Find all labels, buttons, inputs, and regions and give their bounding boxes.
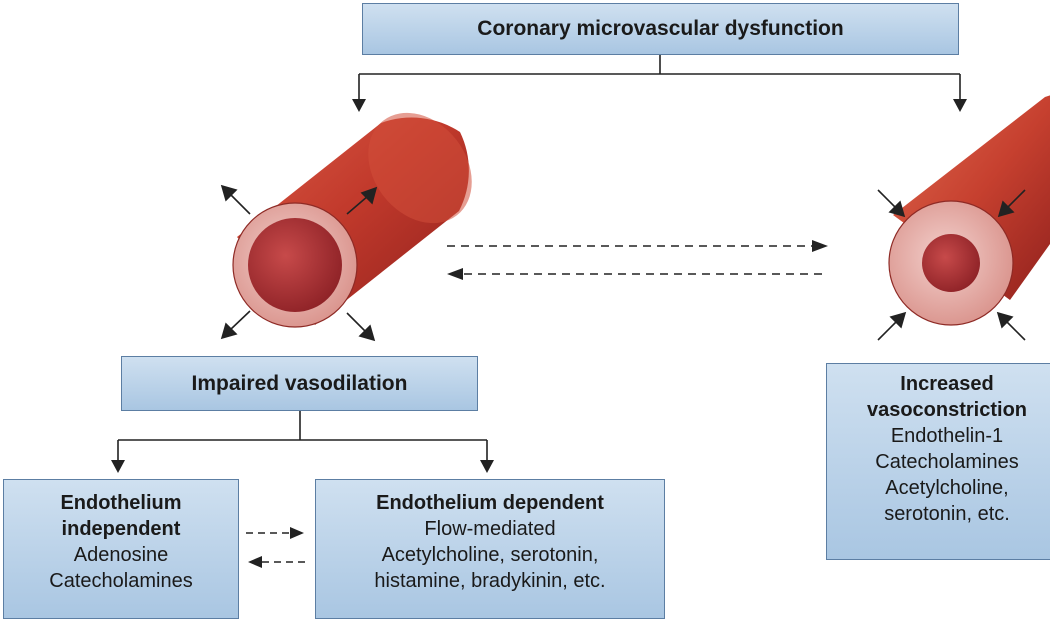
dashed-arrow-left-icon	[447, 268, 463, 280]
dashed-arrow-left-icon	[248, 556, 262, 568]
dependent-item: Flow-mediated	[424, 518, 556, 540]
top-connector	[352, 55, 967, 112]
arrow-inward-icon	[889, 311, 907, 329]
dilated-vessel-lumen	[248, 218, 342, 312]
independent-item: Catecholamines	[49, 570, 193, 592]
arrow-outward-icon	[358, 324, 376, 342]
arrow-inward-icon	[997, 200, 1015, 218]
arrow-down-icon	[480, 460, 494, 473]
dependent-title: Endothelium dependent	[376, 492, 604, 514]
arrow-down-icon	[111, 460, 125, 473]
arrow-outward-icon	[220, 322, 238, 340]
coronary-microvascular-dysfunction-box: Coronary microvascular dysfunction	[362, 3, 959, 55]
arrow-down-right-icon	[953, 99, 967, 112]
impaired-vasodilation-box: Impaired vasodilation	[121, 356, 478, 411]
arrow-inward-icon	[996, 311, 1014, 329]
increased-vasoconstriction-box: Increased vasoconstriction Endothelin-1 …	[826, 363, 1050, 560]
dashed-arrow-right-icon	[812, 240, 828, 252]
vasoconstriction-item: Endothelin-1	[890, 425, 1004, 447]
independent-title-line: independent	[61, 518, 181, 540]
impaired-box-label: Impaired vasodilation	[191, 371, 408, 395]
arrow-inward-icon	[888, 200, 906, 218]
dilated-vessel-illustration	[232, 112, 472, 328]
arrow-outward-icon	[220, 184, 238, 202]
dependent-item: histamine, bradykinin, etc.	[374, 570, 606, 592]
constriction-arrows	[877, 189, 1026, 341]
vasoconstriction-title-line: vasoconstriction	[866, 399, 1028, 421]
impaired-connector	[111, 411, 494, 473]
constricted-vessel-illustration	[888, 95, 1050, 326]
dependent-item: Acetylcholine, serotonin,	[381, 544, 599, 566]
endothelium-exchange-arrows	[246, 527, 307, 568]
vasoconstriction-item: Catecholamines	[875, 451, 1019, 473]
endothelium-dependent-box: Endothelium dependent Flow-mediated Acet…	[315, 479, 665, 619]
endothelium-independent-box: Endothelium independent Adenosine Catech…	[3, 479, 239, 619]
arrow-down-left-icon	[352, 99, 366, 112]
independent-title-line: Endothelium	[60, 492, 182, 514]
constricted-vessel-lumen	[922, 234, 980, 292]
vasoconstriction-item: serotonin, etc.	[884, 503, 1010, 525]
independent-item: Adenosine	[73, 544, 169, 566]
vasoconstriction-item: Acetylcholine,	[885, 477, 1009, 499]
top-box-label: Coronary microvascular dysfunction	[477, 17, 844, 40]
dashed-arrow-right-icon	[290, 527, 304, 539]
vessel-exchange-arrows	[447, 240, 828, 280]
vasoconstriction-title-line: Increased	[900, 373, 994, 395]
dilation-arrows	[220, 184, 378, 342]
arrow-outward-icon	[360, 186, 378, 205]
